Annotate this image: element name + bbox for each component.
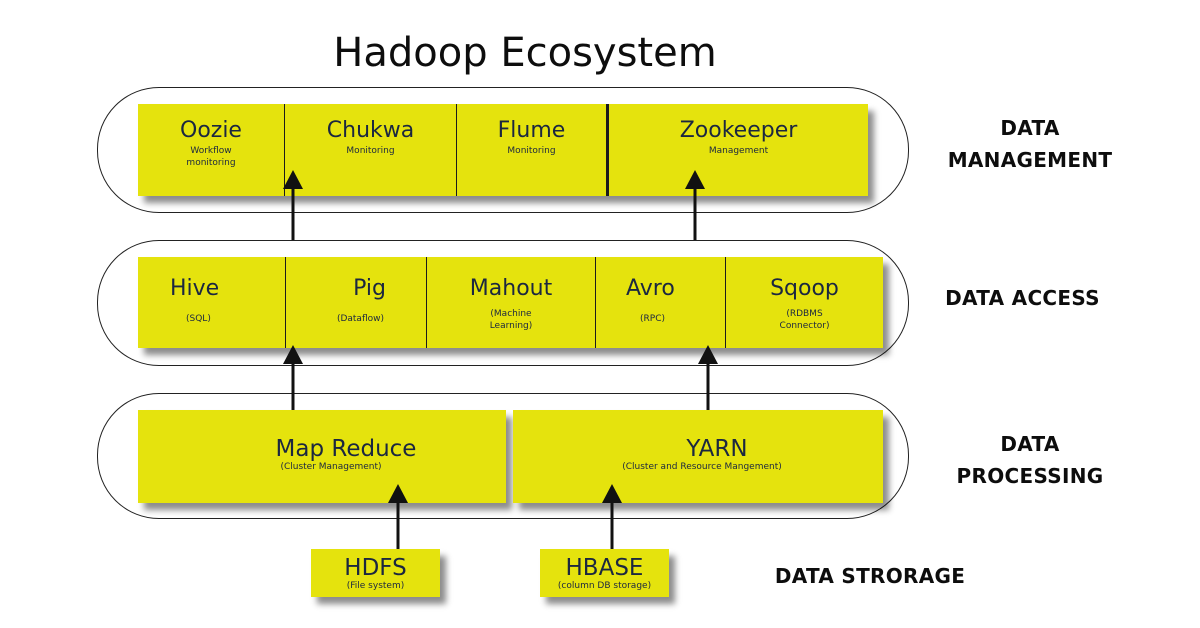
processing-row-yarn: YARN (Cluster and Resource Mangement) bbox=[513, 410, 883, 503]
box-name: Oozie bbox=[180, 118, 242, 143]
box-desc: Monitoring bbox=[507, 146, 556, 157]
box-sqoop: Sqoop (RDBMS Connector) bbox=[725, 257, 883, 348]
arrow-access-to-chukwa bbox=[283, 170, 303, 240]
box-desc: (Machine Learning) bbox=[489, 309, 533, 331]
arrow-hdfs-to-mapreduce bbox=[388, 484, 408, 549]
box-map-reduce: Map Reduce (Cluster Management) bbox=[138, 410, 506, 503]
box-desc: (RDBMS Connector) bbox=[779, 309, 830, 331]
box-hbase: HBASE (column DB storage) bbox=[540, 549, 669, 597]
box-hive: Hive (SQL) bbox=[138, 257, 285, 348]
label-data-processing: DATA PROCESSING bbox=[956, 432, 1104, 488]
arrow-hbase-to-yarn bbox=[602, 484, 622, 549]
management-row: Oozie Workflow monitoring Chukwa Monitor… bbox=[138, 104, 868, 196]
box-name: Hive bbox=[170, 276, 220, 301]
label-data-storage: DATA STRORAGE bbox=[774, 564, 966, 588]
box-desc: (File system) bbox=[346, 581, 405, 592]
box-name: Sqoop bbox=[770, 276, 839, 301]
box-name: Pig bbox=[353, 276, 386, 301]
box-name: Zookeeper bbox=[679, 118, 798, 143]
box-desc: (SQL) bbox=[186, 314, 211, 325]
box-desc: Monitoring bbox=[346, 146, 395, 157]
box-name: YARN bbox=[686, 436, 748, 462]
arrow-mapreduce-to-pig bbox=[283, 345, 303, 410]
access-row: Hive (SQL) Pig (Dataflow) Mahout (Machin… bbox=[138, 257, 883, 348]
box-name: HDFS bbox=[344, 555, 407, 581]
box-desc: (Dataflow) bbox=[336, 314, 384, 325]
box-mahout: Mahout (Machine Learning) bbox=[426, 257, 595, 348]
box-desc: (Cluster and Resource Mangement) bbox=[622, 462, 782, 473]
arrow-access-to-zookeeper bbox=[685, 170, 705, 240]
box-yarn: YARN (Cluster and Resource Mangement) bbox=[513, 410, 883, 503]
box-avro: Avro (RPC) bbox=[595, 257, 725, 348]
box-desc: (column DB storage) bbox=[557, 581, 652, 592]
processing-row-mapreduce: Map Reduce (Cluster Management) bbox=[138, 410, 506, 503]
box-desc: (RPC) bbox=[640, 314, 665, 325]
diagram-title: Hadoop Ecosystem bbox=[333, 30, 717, 76]
box-desc: Management bbox=[708, 146, 769, 157]
box-flume: Flume Monitoring bbox=[456, 104, 606, 196]
box-desc: Workflow monitoring bbox=[186, 146, 236, 168]
box-zookeeper: Zookeeper Management bbox=[606, 104, 868, 196]
box-name: HBASE bbox=[565, 555, 644, 581]
box-pig: Pig (Dataflow) bbox=[285, 257, 426, 348]
box-name: Flume bbox=[497, 118, 566, 143]
box-name: Chukwa bbox=[326, 118, 415, 143]
box-chukwa: Chukwa Monitoring bbox=[284, 104, 456, 196]
arrow-yarn-to-avro bbox=[698, 345, 718, 410]
box-name: Mahout bbox=[469, 276, 553, 301]
label-data-access: DATA ACCESS bbox=[945, 286, 1100, 310]
box-oozie: Oozie Workflow monitoring bbox=[138, 104, 284, 196]
box-name: Avro bbox=[626, 276, 675, 301]
box-desc: (Cluster Management) bbox=[280, 462, 382, 473]
box-hdfs: HDFS (File system) bbox=[311, 549, 440, 597]
label-data-management: DATA MANAGEMENT bbox=[947, 116, 1113, 172]
box-name: Map Reduce bbox=[275, 436, 417, 462]
